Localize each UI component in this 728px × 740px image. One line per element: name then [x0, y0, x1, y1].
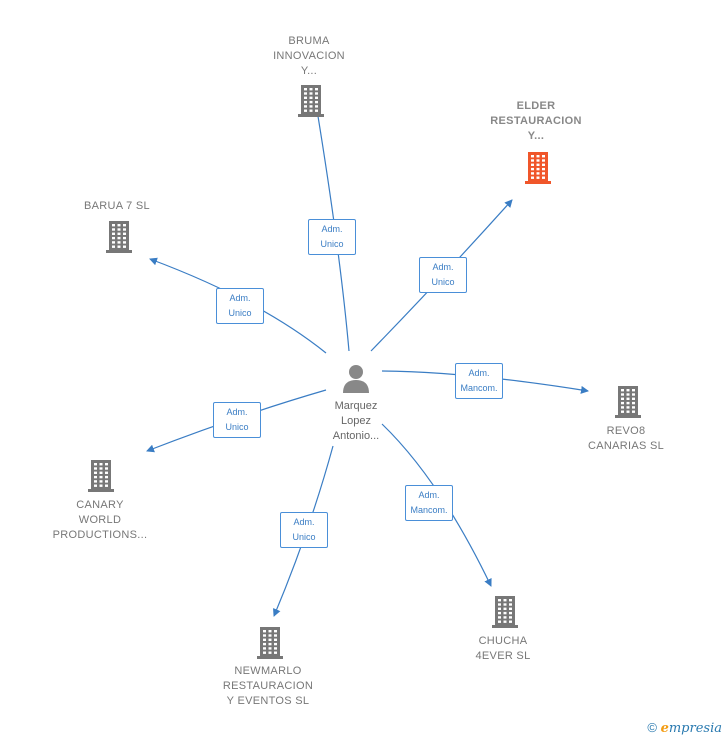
center-name-line-1: Marquez: [334, 400, 378, 412]
company-label-line: RESTAURACION: [222, 680, 314, 692]
company-label-line: REVO8: [606, 425, 646, 437]
relation-label-line: Unico: [228, 308, 252, 318]
relation-label-line: Unico: [320, 239, 344, 249]
relation-label-line: Adm.: [321, 224, 343, 234]
company-label-line: Y...: [300, 65, 318, 77]
relation-label-newmarlo[interactable]: Adm. Unico: [280, 512, 328, 548]
relation-label-line: Unico: [292, 532, 316, 542]
relation-label-barua[interactable]: Adm. Unico: [216, 288, 264, 324]
building-icon-newmarlo[interactable]: [254, 627, 286, 659]
company-label-line: CANARIAS SL: [587, 440, 665, 452]
company-label-line: ELDER: [516, 100, 556, 112]
copyright-icon: ©: [647, 720, 657, 735]
company-label-line: CANARY: [76, 499, 124, 511]
company-label-line: CHUCHA: [478, 635, 528, 647]
company-label-line: RESTAURACION: [490, 115, 582, 127]
company-label-line: NEWMARLO: [234, 665, 302, 677]
relation-label-bruma[interactable]: Adm. Unico: [308, 219, 356, 255]
company-label-canary[interactable]: CANARY WORLD PRODUCTIONS...: [40, 498, 160, 543]
company-label-elder[interactable]: ELDER RESTAURACION Y...: [476, 99, 596, 144]
relation-label-line: Adm.: [468, 368, 490, 378]
building-icon-bruma[interactable]: [295, 85, 327, 117]
company-label-newmarlo[interactable]: NEWMARLO RESTAURACION Y EVENTOS SL: [208, 664, 328, 709]
center-name-line-2: Lopez: [341, 415, 371, 427]
relation-label-line: Adm.: [226, 407, 248, 417]
footer-brand: © empresia: [647, 720, 722, 736]
relation-label-line: Adm.: [229, 293, 251, 303]
company-label-line: WORLD: [78, 514, 122, 526]
relation-label-line: Adm.: [293, 517, 315, 527]
company-label-bruma[interactable]: BRUMA INNOVACION Y...: [249, 34, 369, 79]
brand-logo-e: e: [660, 721, 669, 736]
relation-label-revo8[interactable]: Adm. Mancom.: [455, 363, 503, 399]
company-label-line: INNOVACION: [273, 50, 345, 62]
building-icon-canary[interactable]: [85, 460, 117, 492]
brand-name: mpresia: [668, 721, 722, 736]
company-label-line: BARUA 7 SL: [84, 200, 150, 212]
relation-label-line: Adm.: [432, 262, 454, 272]
company-label-line: Y...: [527, 130, 545, 142]
relation-label-canary[interactable]: Adm. Unico: [213, 402, 261, 438]
company-label-line: BRUMA: [288, 35, 330, 47]
building-icon-barua[interactable]: [103, 221, 135, 253]
center-name-line-3: Antonio...: [332, 430, 380, 442]
company-label-line: Y EVENTOS SL: [226, 695, 310, 707]
relation-label-elder[interactable]: Adm. Unico: [419, 257, 467, 293]
building-icon-revo8[interactable]: [612, 386, 644, 418]
building-icon-elder[interactable]: [522, 152, 554, 184]
relation-label-chucha[interactable]: Adm. Mancom.: [405, 485, 453, 521]
relation-label-line: Mancom.: [410, 505, 448, 515]
building-icon-chucha[interactable]: [489, 596, 521, 628]
company-label-line: PRODUCTIONS...: [52, 529, 148, 541]
relation-label-line: Unico: [431, 277, 455, 287]
relation-label-line: Adm.: [418, 490, 440, 500]
company-label-barua[interactable]: BARUA 7 SL: [57, 199, 177, 214]
center-person-label[interactable]: Marquez Lopez Antonio...: [316, 399, 396, 444]
relation-label-line: Mancom.: [460, 383, 498, 393]
company-label-line: 4EVER SL: [475, 650, 531, 662]
relation-label-line: Unico: [225, 422, 249, 432]
company-label-chucha[interactable]: CHUCHA 4EVER SL: [443, 634, 563, 664]
person-icon[interactable]: [341, 363, 371, 393]
